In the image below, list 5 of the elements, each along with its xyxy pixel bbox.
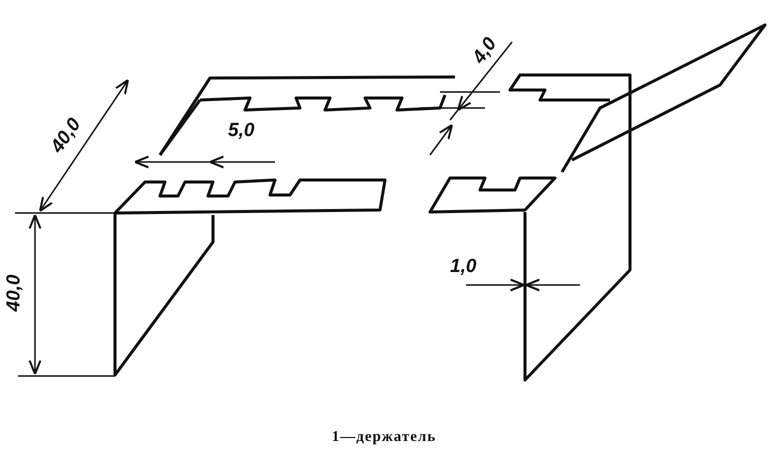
dimension-label: 40,0	[4, 274, 26, 312]
dimension-label: 5,0	[228, 120, 254, 142]
dimension-label: 1,0	[450, 256, 476, 278]
figure-caption: 1—держатель	[332, 429, 436, 445]
dimension-label: 4,0	[468, 34, 502, 68]
